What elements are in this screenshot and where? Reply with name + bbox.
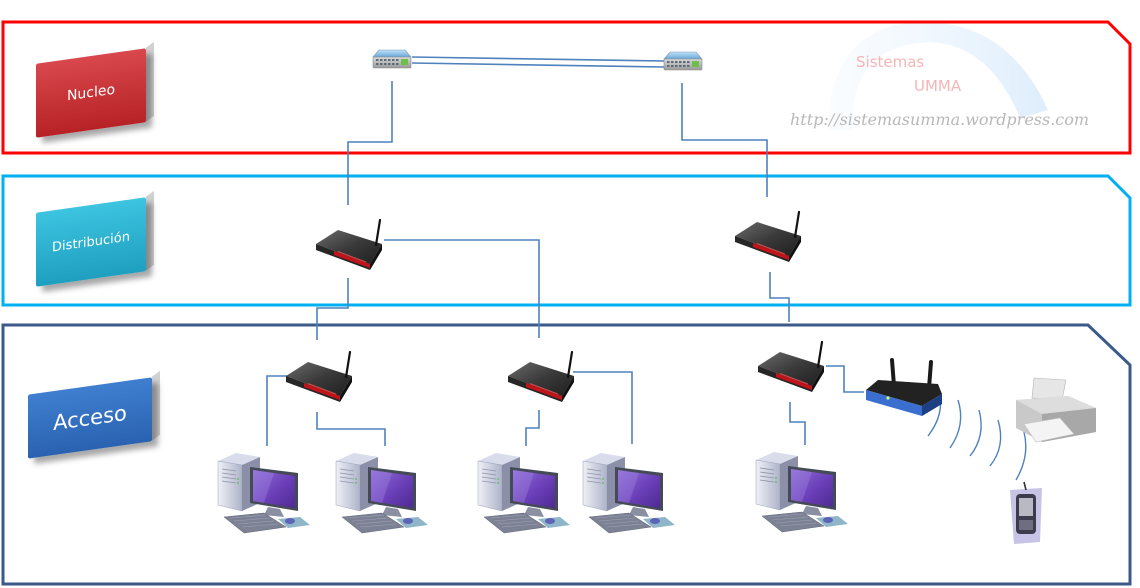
link-access3-wap (826, 365, 864, 393)
pc-3-icon[interactable] (477, 452, 571, 534)
pda-icon[interactable] (1010, 481, 1042, 544)
access-router-3-icon[interactable] (756, 340, 826, 394)
links (266, 56, 864, 446)
watermark-arc (828, 21, 1048, 130)
dist-router-1-icon[interactable] (314, 218, 384, 272)
link-dist1-access2 (384, 239, 540, 338)
dist-router-2-icon[interactable] (733, 210, 803, 264)
core-layer-frame (1, 20, 1132, 155)
core-layer-label-text: Nucleo (66, 81, 116, 105)
distribution-layer-label-text: Distribución (52, 229, 130, 255)
pc-5-icon[interactable] (755, 451, 849, 533)
link-access1-pc2 (316, 412, 386, 446)
pc-2-icon[interactable] (335, 452, 429, 534)
wireless-signal (927, 391, 1027, 481)
link-access3-pc5 (789, 402, 806, 445)
access-router-2-icon[interactable] (506, 350, 576, 404)
link-access1-pc1 (266, 375, 292, 446)
distribution-layer-label: Distribución (36, 197, 146, 287)
printer-icon[interactable] (1016, 377, 1096, 443)
access-layer-frame (1, 323, 1132, 586)
core-switch-1-icon[interactable] (372, 49, 412, 69)
access-router-1-icon[interactable] (284, 350, 354, 404)
core-switch-2-icon[interactable] (663, 51, 703, 71)
link-core-switches-a (411, 56, 665, 62)
distribution-layer-frame (1, 174, 1132, 307)
access-layer-label-text: Acceso (53, 400, 127, 436)
pc-1-icon[interactable] (217, 452, 311, 534)
link-access2-pc3 (525, 410, 540, 446)
link-dist1-access1 (316, 278, 349, 340)
pc-4-icon[interactable] (582, 452, 676, 534)
link-dist2-access3 (769, 272, 790, 322)
link-core1-dist1 (347, 81, 393, 205)
link-access2-pc4 (573, 371, 633, 444)
wireless-ap-icon[interactable] (866, 358, 942, 416)
link-core2-dist2 (681, 83, 768, 197)
core-layer-label: Nucleo (36, 48, 146, 138)
link-core-switches-b (411, 62, 665, 68)
